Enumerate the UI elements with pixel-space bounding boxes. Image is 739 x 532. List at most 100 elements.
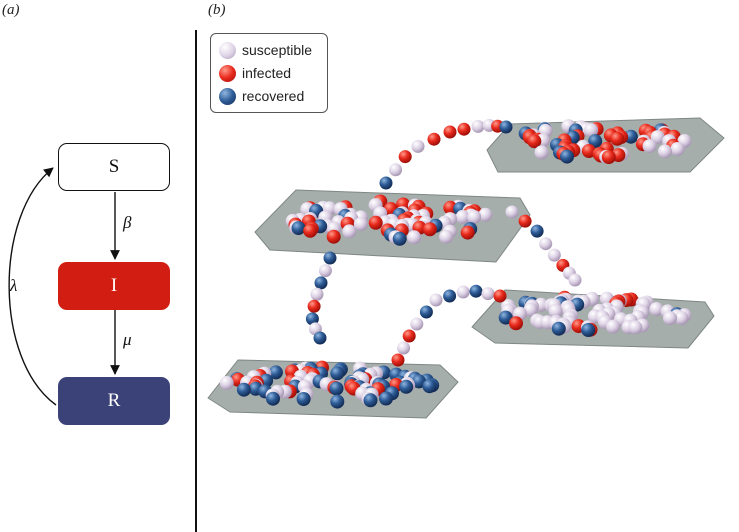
- recovered-individual: [313, 331, 327, 345]
- susceptible-individual: [342, 224, 357, 239]
- susceptible-individual: [649, 302, 664, 317]
- recovered-marker-icon: [219, 87, 236, 105]
- susceptible-individual: [455, 209, 470, 224]
- susceptible-individual: [548, 304, 563, 318]
- recovered-individual: [498, 310, 513, 325]
- recovered-individual: [623, 129, 638, 144]
- infected-individual: [307, 299, 321, 313]
- recovered-individual: [392, 231, 407, 246]
- rate-beta: β: [123, 213, 132, 232]
- legend-item-infected: infected: [219, 63, 291, 83]
- infected-individual: [427, 132, 441, 146]
- susceptible-individual: [219, 375, 234, 390]
- infected-individual: [493, 289, 507, 303]
- susceptible-individual: [439, 229, 454, 244]
- legend-item-susceptible: susceptible: [219, 40, 312, 60]
- legend-label-recovered: recovered: [242, 88, 305, 104]
- susceptible-individual: [353, 217, 368, 232]
- compartment-infected: I: [58, 262, 170, 310]
- susceptible-individual: [657, 144, 672, 159]
- susceptible-individual: [467, 210, 482, 224]
- legend-item-recovered: recovered: [219, 86, 304, 106]
- susceptible-individual: [456, 285, 470, 299]
- infected-individual: [368, 215, 383, 230]
- infected-individual: [457, 122, 471, 136]
- susceptible-individual: [411, 139, 425, 153]
- recovered-individual: [323, 251, 337, 265]
- recovered-individual: [268, 365, 283, 380]
- susceptible-individual: [670, 142, 685, 156]
- recovered-individual: [296, 392, 311, 406]
- recovered-individual: [236, 382, 251, 397]
- infected-individual: [398, 150, 412, 164]
- recovered-individual: [314, 276, 328, 290]
- susceptible-individual: [429, 293, 443, 307]
- panel-divider: [195, 30, 197, 532]
- recovered-individual: [379, 391, 393, 406]
- susceptible-individual: [534, 145, 549, 160]
- susceptible-individual: [410, 317, 424, 331]
- arrow-r-to-s: [8, 167, 57, 406]
- susceptible-individual: [471, 119, 485, 133]
- susceptible-individual: [389, 163, 403, 177]
- infected-individual: [509, 316, 523, 331]
- infected-individual: [402, 329, 416, 343]
- compartment-recovered: R: [58, 377, 170, 425]
- panel-b-label: (b): [208, 2, 226, 18]
- infected-individual: [518, 214, 532, 228]
- legend: susceptible infected recovered: [210, 33, 328, 113]
- recovered-individual: [329, 381, 344, 396]
- recovered-individual: [581, 323, 596, 337]
- infected-individual: [422, 222, 437, 237]
- susceptible-individual: [310, 287, 324, 301]
- infected-individual: [303, 223, 318, 238]
- recovered-individual: [530, 224, 544, 238]
- susceptible-individual: [650, 130, 665, 145]
- infected-individual: [460, 225, 475, 240]
- infected-individual: [610, 131, 625, 146]
- legend-label-susceptible: susceptible: [242, 42, 313, 58]
- recovered-individual: [266, 391, 280, 406]
- infected-individual: [391, 353, 405, 367]
- legend-label-infected: infected: [242, 65, 292, 81]
- infected-marker-icon: [219, 64, 236, 82]
- recovered-individual: [363, 393, 378, 408]
- susceptible-individual: [523, 302, 538, 317]
- susceptible-individual: [606, 319, 620, 334]
- recovered-individual: [412, 374, 426, 389]
- susceptible-individual: [628, 320, 643, 335]
- susceptible-individual: [674, 311, 689, 326]
- recovered-individual: [469, 284, 483, 298]
- rate-lambda: λ: [10, 276, 18, 295]
- susceptible-individual: [584, 123, 599, 138]
- susceptible-individual: [568, 273, 582, 287]
- susceptible-individual: [642, 139, 657, 154]
- recovered-individual: [305, 312, 319, 326]
- recovered-individual: [560, 149, 574, 164]
- recovered-individual: [399, 379, 414, 394]
- recovered-individual: [291, 221, 306, 236]
- compartment-susceptible: S: [58, 143, 170, 191]
- susceptible-individual: [407, 230, 422, 245]
- recovered-individual: [330, 366, 345, 381]
- recovered-individual: [379, 176, 393, 190]
- susceptible-individual: [539, 237, 553, 251]
- susceptible-individual: [505, 205, 519, 219]
- susceptible-individual: [547, 248, 561, 262]
- susceptible-individual: [397, 341, 411, 355]
- infected-individual: [581, 144, 596, 158]
- susceptible-individual: [663, 311, 677, 326]
- recovered-individual: [422, 379, 437, 394]
- susceptible-individual: [478, 207, 493, 222]
- rate-mu: μ: [123, 330, 132, 349]
- infected-individual: [443, 125, 457, 139]
- susceptible-individual: [318, 264, 332, 278]
- panel-a-label: (a): [2, 2, 20, 18]
- recovered-individual: [330, 394, 345, 409]
- infected-individual: [326, 229, 341, 244]
- recovered-individual: [443, 289, 457, 303]
- recovered-individual: [419, 305, 433, 319]
- infected-individual: [601, 150, 616, 165]
